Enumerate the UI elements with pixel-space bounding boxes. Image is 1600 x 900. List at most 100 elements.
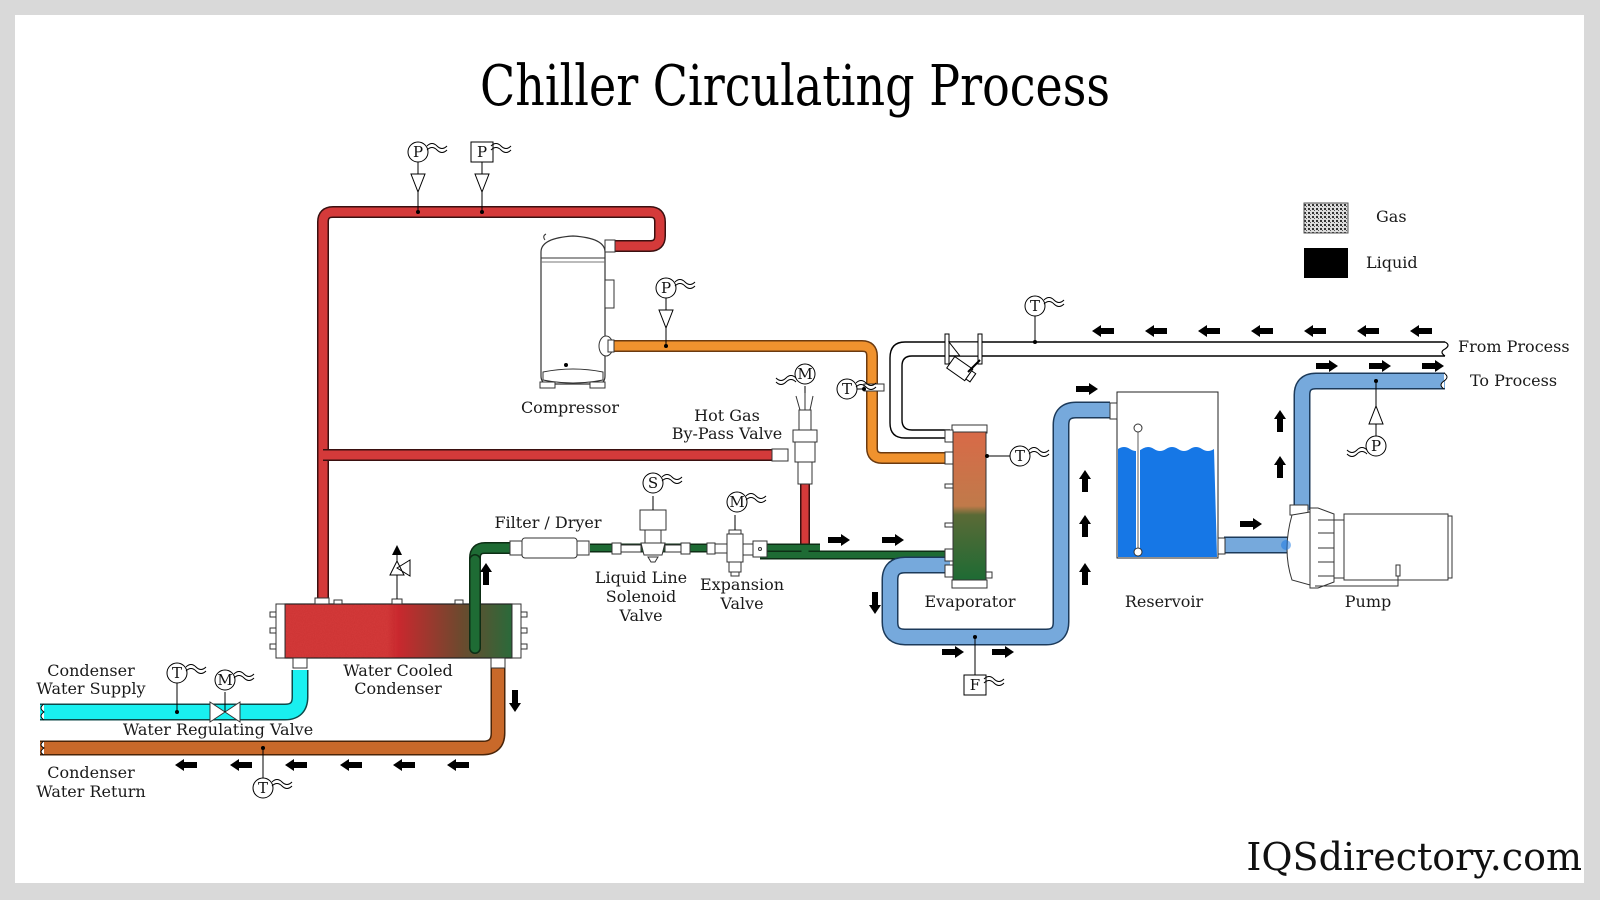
flow-arrow-icon [509,690,521,712]
signal-wave-icon [745,493,767,503]
flow-arrow-icon [1251,325,1273,337]
hot-gas-discharge-line [317,206,810,600]
instrument-bubble [214,669,236,691]
flow-arrow-icon [1079,563,1091,585]
legend: Gas Liquid [1303,202,1418,278]
expansion-valve [706,515,768,577]
instrument-t1: T [1024,295,1065,344]
flow-arrow-icon [1076,383,1098,395]
signal-wave-icon [1346,447,1368,457]
supply-label-1: Condenser [47,661,135,680]
flow-arrows [175,325,1444,771]
condenser-label-1: Water Cooled [343,661,453,680]
instrument-bubble [642,472,664,494]
signal-wave-icon [983,676,1005,686]
instrument-label: T [842,380,852,398]
instrument-bubble [252,777,274,799]
solenoid-label-1: Liquid Line [595,568,687,587]
instrument-bubble [726,491,748,513]
signal-wave-icon [426,143,448,153]
pump [1281,504,1453,589]
from-process-label: From Process [1458,337,1570,356]
instrument-p3: P [655,277,696,348]
flow-arrow-icon [1274,410,1286,432]
solenoid-label-3: Valve [618,606,662,625]
instrument-m2: M [726,491,767,513]
supply-label-2: Water Supply [36,679,145,698]
hot-gas-bypass-valve [771,386,818,485]
instrument-bubble [836,378,858,400]
instrument-m3: M [214,669,255,691]
instrument-bubble [407,141,429,163]
water-cooled-condenser [269,554,528,669]
flow-arrow-icon [1316,360,1338,372]
instrument-bubble [655,277,677,299]
flow-arrow-icon [1357,325,1379,337]
instrument-bubble [794,363,816,385]
liquid-refrigerant-line [469,542,950,648]
page-title: Chiller Circulating Process [480,54,1110,119]
instrument-label: T [1030,297,1040,315]
filter-dryer-label: Filter / Dryer [494,513,601,532]
instrument-p2: P [470,141,512,214]
solenoid-label-2: Solenoid [606,587,676,606]
flow-arrow-icon [1145,325,1167,337]
flow-arrow-icon [447,759,469,771]
signal-wave-icon [185,664,207,674]
component-labels: Compressor Hot Gas By-Pass Valve Filter … [36,337,1569,801]
signal-wave-icon [674,279,696,289]
flow-arrow-icon [1079,515,1091,537]
instrument-label: P [477,143,487,161]
signal-wave-icon [855,380,877,390]
instrument-f1: F [963,635,1005,696]
condenser-water-supply-pipe [40,670,309,721]
instrument-s1: S [642,472,683,494]
flow-arrow-icon [230,759,252,771]
flow-arrow-icon [340,759,362,771]
brand-watermark: IQSdirectory.com [1246,835,1582,879]
instrument-label: P [1371,437,1381,455]
flow-arrow-icon [1369,360,1391,372]
signal-wave-icon [490,143,512,153]
reservoir [1109,391,1226,559]
compressor-label: Compressor [521,398,619,417]
condenser-water-return-pipe [40,668,506,756]
instrument-t2: T [836,378,877,400]
legend-liquid-swatch [1304,248,1348,278]
instrument-bubble [1365,435,1387,457]
return-label-2: Water Return [36,782,145,801]
instrument-p1: P [407,141,448,214]
water-regulating-valve [209,692,241,723]
pump-label: Pump [1345,592,1391,611]
instrument-label: P [661,279,671,297]
to-process-label: To Process [1470,371,1557,390]
flow-arrow-icon [1274,456,1286,478]
instrument-p4: P [1346,379,1387,457]
signal-wave-icon [271,779,293,789]
flow-arrow-icon [1304,325,1326,337]
instrument-t5: T [252,746,293,799]
flow-arrow-icon [175,759,197,771]
evaporator-label: Evaporator [924,592,1015,611]
return-label-1: Condenser [47,763,135,782]
flow-arrow-icon [1410,325,1432,337]
hot-gas-label-1: Hot Gas [694,406,760,425]
expansion-label-1: Expansion [700,575,784,594]
signal-wave-icon [661,474,683,484]
instrument-label: F [970,676,980,694]
instrument-box [963,674,987,696]
reservoir-label: Reservoir [1125,592,1204,611]
instrument-bubble [166,662,188,684]
flow-arrow-icon [1092,325,1114,337]
instrument-box [470,141,494,163]
condenser-label-2: Condenser [354,679,442,698]
suction-gas-line [610,340,950,464]
flow-arrow-icon [1079,470,1091,492]
legend-gas-swatch [1303,202,1349,234]
instrument-label: S [648,474,658,492]
instrument-label: M [217,671,232,689]
flow-arrow-icon [285,759,307,771]
instrument-label: T [1015,447,1025,465]
